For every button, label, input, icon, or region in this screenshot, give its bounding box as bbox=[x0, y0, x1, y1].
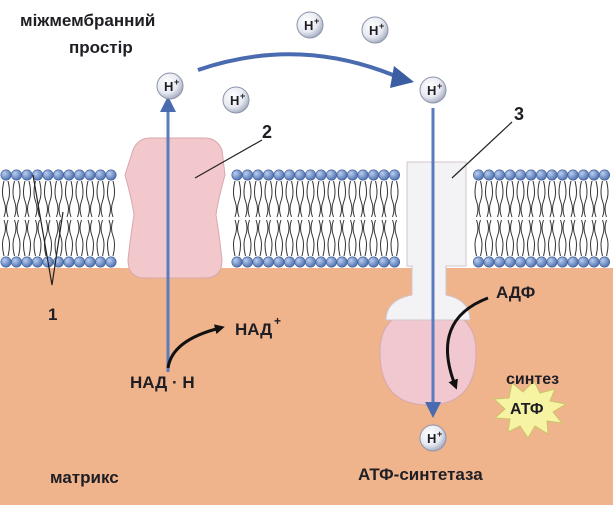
proton-charge: + bbox=[437, 429, 442, 439]
proton-label: H bbox=[230, 93, 239, 108]
callout-3: 3 bbox=[514, 104, 524, 124]
callout-1: 1 bbox=[48, 305, 57, 324]
electron-transport-protein bbox=[125, 138, 225, 278]
atp-label: АТФ bbox=[510, 401, 544, 418]
proton-charge: + bbox=[240, 91, 245, 101]
nad-plus-label: НАД bbox=[235, 320, 272, 339]
proton-label: H bbox=[369, 23, 378, 38]
proton-charge: + bbox=[437, 81, 442, 91]
proton-ion: H+ bbox=[420, 77, 446, 103]
proton-label: H bbox=[427, 431, 436, 446]
proton-label: H bbox=[304, 18, 313, 33]
proton-ion: H+ bbox=[157, 73, 183, 99]
proton-ion: H+ bbox=[223, 87, 249, 113]
nadh-label: НАД · Н bbox=[130, 373, 195, 392]
proton-ion: H+ bbox=[297, 12, 323, 38]
callout-2: 2 bbox=[262, 122, 272, 142]
proton-label: H bbox=[427, 83, 436, 98]
proton-charge: + bbox=[314, 16, 319, 26]
atp-synthase-label: АТФ-синтетаза bbox=[358, 465, 483, 484]
proton-charge: + bbox=[174, 77, 179, 87]
intermembrane-space-label-line1: міжмембранний bbox=[20, 11, 155, 30]
adp-label: АДФ bbox=[496, 283, 535, 302]
nad-plus-superscript: + bbox=[274, 314, 281, 328]
proton-charge: + bbox=[379, 21, 384, 31]
proton-ion: H+ bbox=[420, 425, 446, 451]
lipid-bilayer bbox=[0, 168, 613, 268]
synthesis-label: синтез bbox=[506, 371, 559, 388]
intermembrane-space-label-line2: простір bbox=[69, 38, 133, 57]
matrix-label: матрикс bbox=[50, 468, 119, 487]
proton-ion: H+ bbox=[362, 17, 388, 43]
proton-label: H bbox=[164, 79, 173, 94]
